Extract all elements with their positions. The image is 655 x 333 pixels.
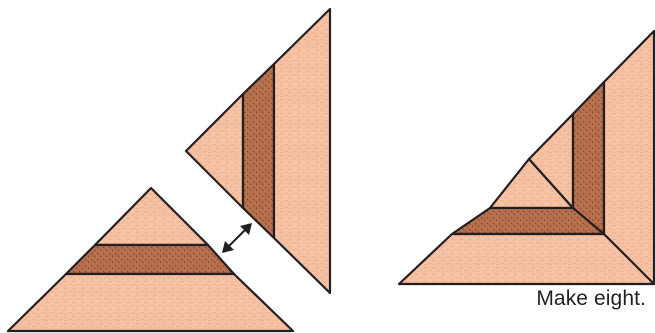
side-triangle-piece bbox=[186, 94, 243, 208]
double-arrow-icon bbox=[222, 223, 252, 253]
outer-light-strip-piece bbox=[274, 9, 330, 293]
instruction-caption: Make eight. bbox=[536, 287, 646, 311]
bottom-light-strip-piece bbox=[8, 274, 293, 331]
dark-corner-strip-piece bbox=[452, 82, 604, 234]
dark-strip-piece bbox=[243, 64, 274, 238]
dark-strip-piece bbox=[66, 245, 234, 274]
assembled-unit bbox=[399, 31, 654, 284]
top-triangle-piece bbox=[95, 188, 208, 245]
